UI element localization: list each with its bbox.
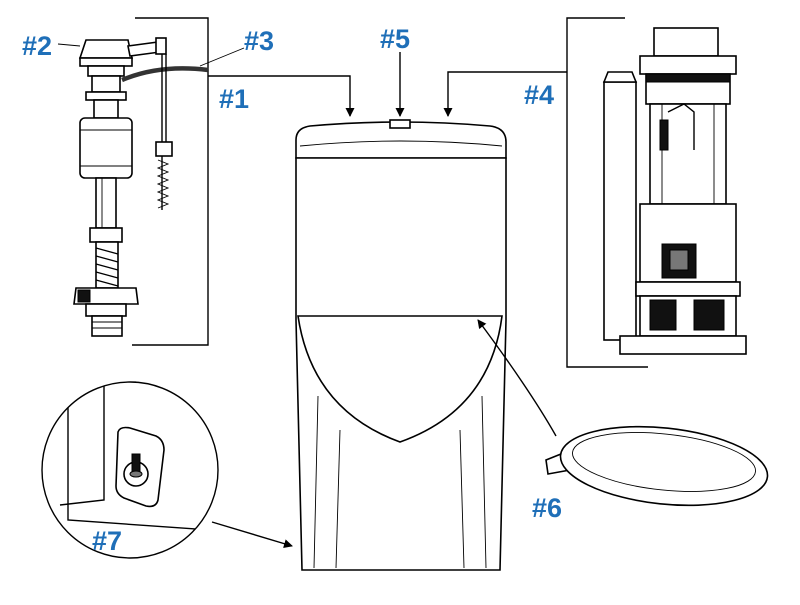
callout-2: #2 [22, 31, 53, 61]
callout-4: #4 [524, 80, 555, 110]
flush-valve [566, 17, 747, 368]
toilet [295, 119, 507, 571]
seat-outline [297, 315, 503, 443]
callout-6: #6 [532, 493, 563, 523]
toilet-seat [545, 425, 769, 507]
callout-1: #1 [219, 84, 250, 114]
callout-3: #3 [244, 26, 275, 56]
callout-5: #5 [380, 24, 411, 54]
float-cup [79, 117, 133, 179]
fill-valve [73, 17, 209, 346]
refill-tube [121, 66, 209, 83]
leader-lines [57, 43, 567, 549]
flush-button [389, 119, 411, 129]
tank-lid [295, 121, 507, 159]
callout-7: #7 [92, 526, 123, 556]
detail-circle [41, 381, 219, 559]
fill-valve-cap [78, 39, 133, 59]
